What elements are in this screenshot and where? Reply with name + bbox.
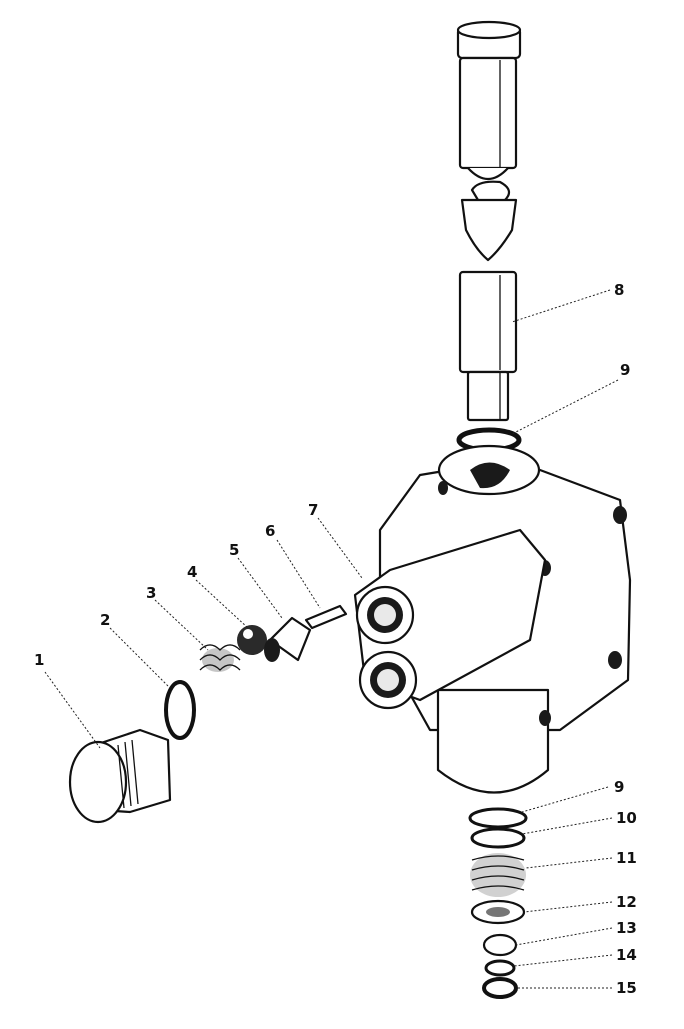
part-2-oring bbox=[164, 680, 196, 740]
callout-5: 5 bbox=[229, 541, 239, 559]
callout-8: 8 bbox=[614, 281, 624, 299]
callout-6: 6 bbox=[265, 522, 275, 540]
callout-12: 12 bbox=[616, 893, 637, 911]
callout-9-top: 9 bbox=[620, 361, 630, 379]
callout-labels: 1 2 3 4 5 6 7 8 9 9 10 11 12 13 14 15 bbox=[34, 281, 637, 997]
part-7-valve-body bbox=[353, 444, 632, 794]
part-10-washer bbox=[470, 827, 526, 849]
callout-9-bottom: 9 bbox=[614, 778, 624, 796]
callout-1: 1 bbox=[34, 651, 44, 669]
leader-lines bbox=[44, 289, 619, 989]
callout-3: 3 bbox=[146, 584, 156, 602]
callout-13: 13 bbox=[616, 919, 637, 937]
callout-10: 10 bbox=[616, 809, 637, 827]
part-3-spring bbox=[199, 644, 241, 672]
callout-15: 15 bbox=[616, 979, 637, 997]
callout-2: 2 bbox=[100, 611, 110, 629]
part-15-circlip bbox=[482, 977, 518, 999]
part-9-oring-bottom bbox=[468, 807, 528, 829]
part-4-ball bbox=[237, 625, 267, 655]
callout-4: 4 bbox=[187, 563, 197, 581]
part-6-pin bbox=[304, 604, 348, 630]
part-1-plug bbox=[68, 728, 172, 824]
part-5-seat bbox=[264, 616, 312, 662]
part-11-spring bbox=[470, 853, 526, 897]
part-13-cap bbox=[482, 933, 518, 957]
part-8-spool bbox=[456, 20, 522, 422]
callout-11: 11 bbox=[616, 849, 637, 867]
callout-7: 7 bbox=[308, 501, 318, 519]
part-12-retainer bbox=[470, 899, 526, 925]
callout-14: 14 bbox=[616, 946, 637, 964]
part-14-washer bbox=[484, 959, 516, 977]
